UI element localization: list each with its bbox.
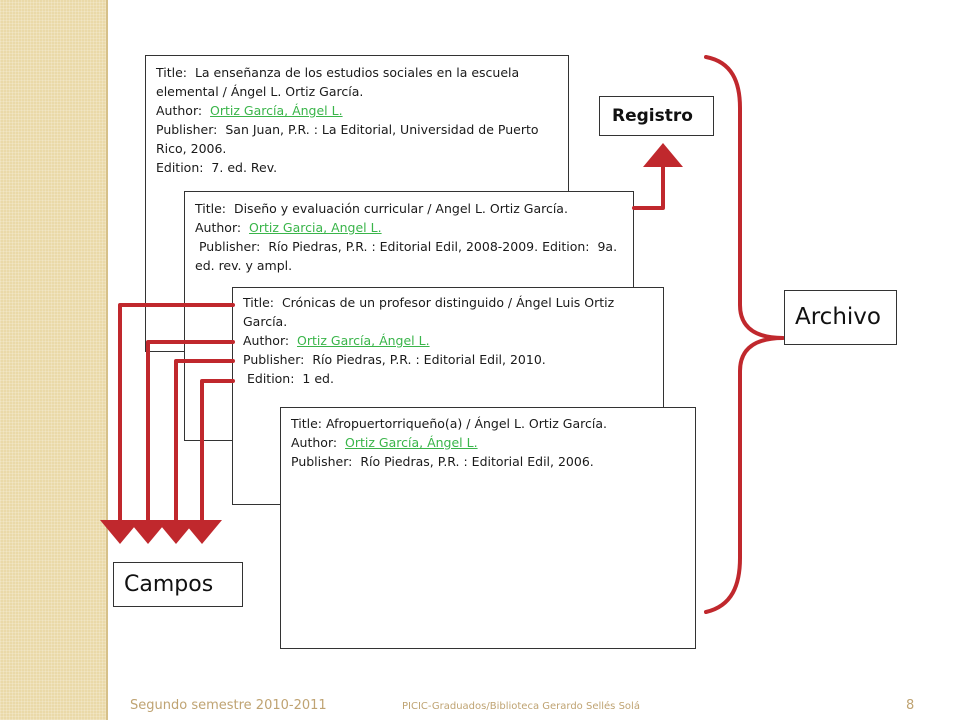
author-label: Author:	[195, 220, 242, 235]
campos-label: Campos	[113, 562, 243, 607]
registro-arrow	[632, 143, 683, 210]
publisher-label: Publisher:	[156, 122, 218, 137]
author-link[interactable]: Ortiz Garcia, Angel L.	[249, 220, 382, 235]
publisher-label: Publisher:	[243, 352, 305, 367]
author-label: Author:	[243, 333, 290, 348]
record-card-4: Title: Afropuertorriqueño(a) / Ángel L. …	[280, 407, 696, 649]
archivo-label: Archivo	[784, 290, 897, 345]
title-value: Diseño y evaluación curricular / Angel L…	[233, 201, 568, 216]
author-link[interactable]: Ortiz García, Ángel L.	[297, 333, 430, 348]
edition-label: Edition:	[246, 371, 295, 386]
title-label: Title:	[291, 416, 322, 431]
author-label: Author:	[156, 103, 203, 118]
registro-label: Registro	[599, 96, 714, 136]
publisher-label: Publisher:	[291, 454, 353, 469]
campos-label-text: Campos	[124, 572, 214, 597]
publisher-label: Publisher:	[198, 239, 261, 254]
edition-value: 9a. ed. rev. y ampl.	[195, 239, 618, 273]
title-label: Title:	[156, 65, 187, 80]
title-value: La enseñanza de los estudios sociales en…	[156, 65, 520, 99]
publisher-value: San Juan, P.R. : La Editorial, Universid…	[156, 122, 539, 156]
author-link[interactable]: Ortiz García, Ángel L.	[210, 103, 343, 118]
title-label: Title:	[243, 295, 274, 310]
campos-arrow-edition	[182, 379, 235, 544]
campos-arrow-title	[100, 303, 235, 544]
campos-arrow-publisher	[156, 359, 235, 544]
edition-value: 1 ed.	[302, 371, 334, 386]
edition-label: Edition:	[156, 160, 204, 175]
author-label: Author:	[291, 435, 338, 450]
title-label: Title:	[195, 201, 226, 216]
sidebar-divider	[106, 0, 108, 720]
decorative-sidebar	[0, 0, 106, 720]
campos-arrow-author	[128, 340, 235, 544]
publisher-value: Río Piedras, P.R. : Editorial Edil, 2010…	[312, 352, 546, 367]
publisher-value: Río Piedras, P.R. : Editorial Edil, 2006…	[360, 454, 594, 469]
publisher-value: Río Piedras, P.R. : Editorial Edil, 2008…	[268, 239, 539, 254]
archivo-brace	[704, 55, 785, 614]
page-number: 8	[906, 698, 915, 713]
title-value: Crónicas de un profesor distinguido / Án…	[243, 295, 615, 329]
registro-label-text: Registro	[612, 106, 693, 126]
archivo-label-text: Archivo	[795, 304, 881, 330]
title-value: Afropuertorriqueño(a) / Ángel L. Ortiz G…	[325, 416, 607, 431]
footer-course: PICIC-Graduados/Biblioteca Gerardo Sellé…	[402, 701, 640, 712]
footer-semester: Segundo semestre 2010-2011	[130, 698, 327, 713]
edition-value: 7. ed. Rev.	[211, 160, 278, 175]
edition-label: Edition:	[542, 239, 590, 254]
author-link[interactable]: Ortiz García, Ángel L.	[345, 435, 478, 450]
